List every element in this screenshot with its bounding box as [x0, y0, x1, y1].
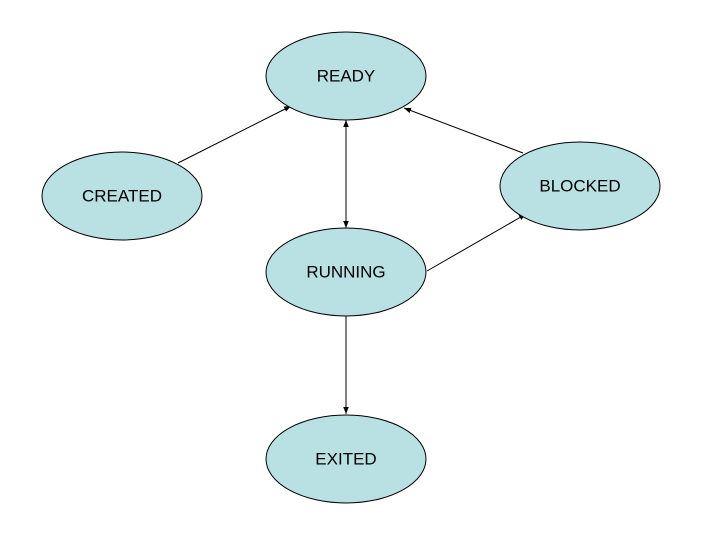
transition-blocked-to-ready: [403, 107, 524, 154]
state-ready: READY: [265, 31, 427, 121]
state-created-shape: [41, 151, 203, 241]
state-blocked: BLOCKED: [499, 141, 661, 231]
state-blocked-shape: [499, 141, 661, 231]
state-ready-label: READY: [317, 67, 376, 86]
transitions: [177, 105, 527, 414]
state-running-label: RUNNING: [306, 263, 385, 282]
state-blocked-label: BLOCKED: [539, 177, 620, 196]
state-ready-shape: [265, 31, 427, 121]
state-created-label: CREATED: [82, 187, 162, 206]
transition-running-to-blocked: [426, 213, 527, 272]
state-exited-shape: [265, 414, 427, 504]
state-created: CREATED: [41, 151, 203, 241]
transition-created-to-ready: [177, 105, 292, 164]
state-exited-label: EXITED: [315, 450, 376, 469]
state-exited: EXITED: [265, 414, 427, 504]
state-running: RUNNING: [265, 227, 427, 317]
state-running-shape: [265, 227, 427, 317]
